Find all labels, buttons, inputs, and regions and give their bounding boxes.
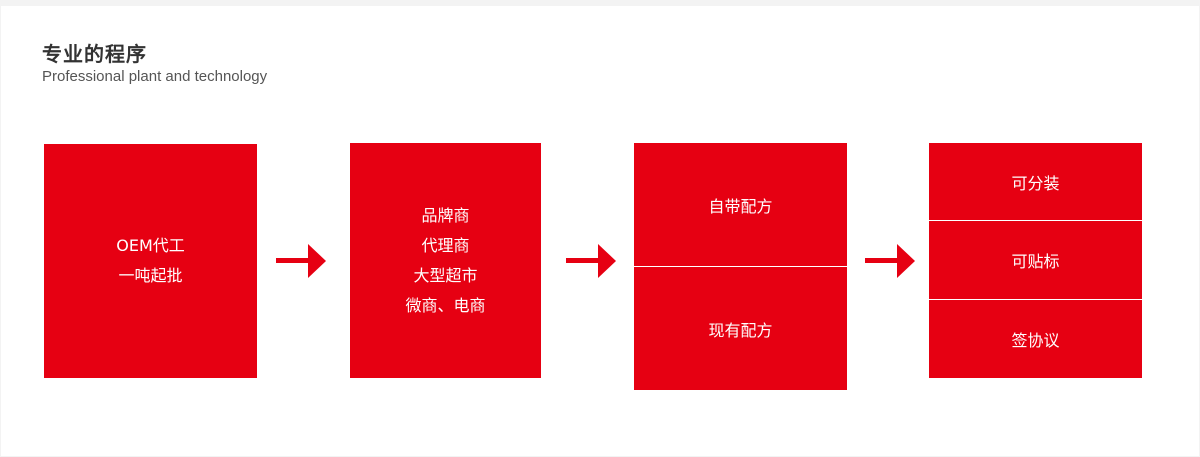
formula-segment: 现有配方 [634, 267, 847, 390]
step-line: 品牌商 [421, 205, 470, 225]
service-segment: 可贴标 [929, 221, 1142, 299]
step-line: 代理商 [421, 235, 470, 255]
step-line: 大型超市 [413, 265, 478, 285]
step-line: 一吨起批 [118, 266, 183, 285]
arrow-right-icon [276, 244, 326, 278]
arrow-right-icon [865, 244, 915, 278]
section-subtitle: Professional plant and technology [42, 68, 268, 85]
segment-label: 可分装 [1011, 173, 1060, 193]
service-segment: 签协议 [929, 300, 1142, 378]
step-services-stack: 可分装 可贴标 签协议 [929, 143, 1142, 378]
segment-label: 现有配方 [708, 320, 773, 340]
arrow-right-icon [566, 244, 616, 278]
segment-label: 签协议 [1011, 331, 1060, 350]
segment-label: 自带配方 [708, 196, 773, 216]
segment-label: 可贴标 [1011, 252, 1060, 271]
step-line: 微商、电商 [405, 295, 486, 315]
step-channels-box: 品牌商 代理商 大型超市 微商、电商 [350, 143, 541, 378]
formula-segment: 自带配方 [634, 143, 847, 266]
step-oem-box: OEM代工 一吨起批 [44, 144, 257, 378]
section-title: 专业的程序 [42, 42, 147, 66]
service-segment: 可分装 [929, 143, 1142, 220]
step-formula-stack: 自带配方 现有配方 [634, 143, 847, 390]
step-line: OEM代工 [116, 236, 185, 255]
